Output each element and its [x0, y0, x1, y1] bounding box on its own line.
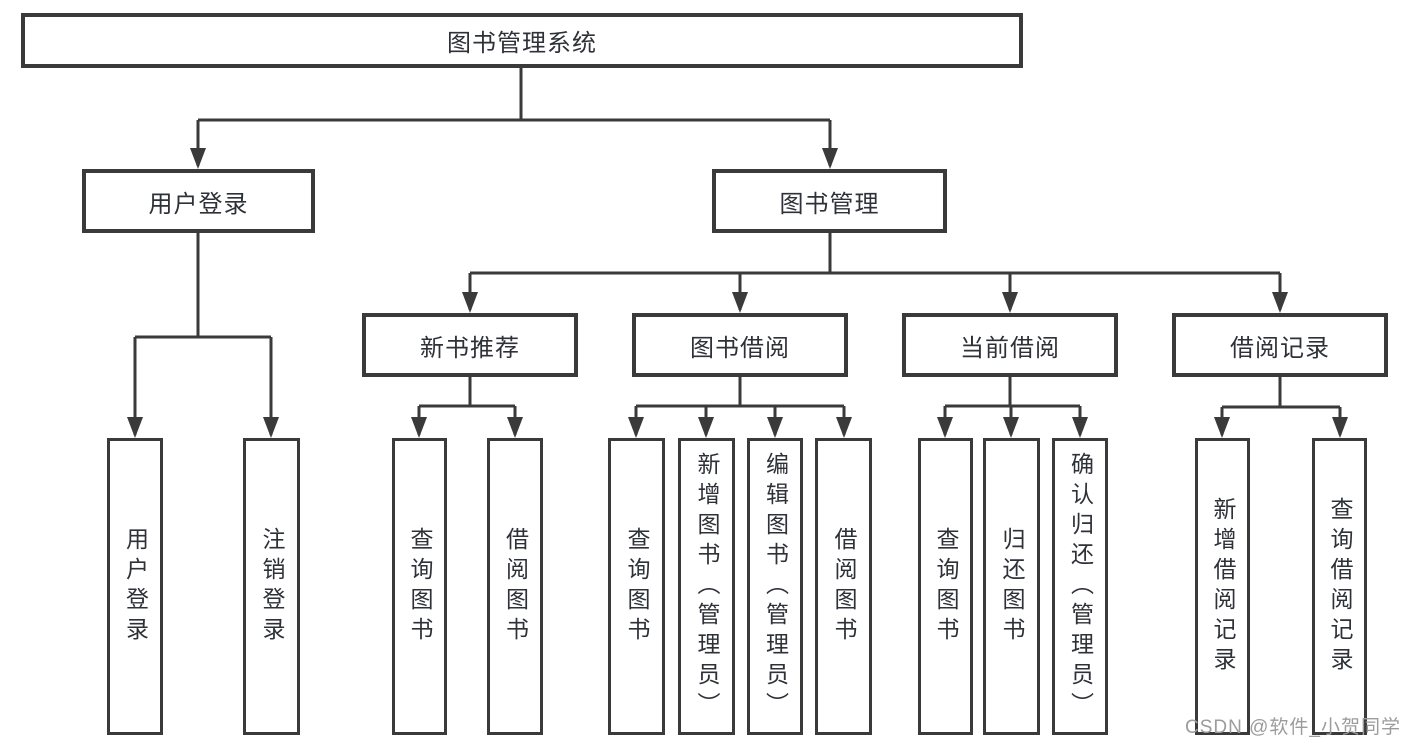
node-book-management: 图书管理: [712, 169, 947, 233]
leaf-user-login: 用户登录: [107, 438, 163, 735]
node-label: 用户登录: [148, 190, 249, 218]
leaf-label: 新增借阅记录: [1210, 496, 1236, 677]
leaf-label: 查询图书: [407, 526, 433, 647]
leaf-query-books-current: 查询图书: [918, 438, 973, 735]
leaf-label: 归还图书: [999, 526, 1025, 647]
leaf-label: 借阅图书: [831, 526, 857, 647]
leaf-edit-book-admin: 编辑图书（管理员）: [747, 438, 803, 735]
leaf-label: 查询借阅记录: [1327, 496, 1353, 677]
leaf-borrow-books: 借阅图书: [815, 438, 872, 735]
leaf-label: 确认归还（管理员）: [1067, 451, 1094, 722]
node-borrowing-records: 借阅记录: [1172, 313, 1388, 377]
node-label: 借阅记录: [1230, 334, 1330, 362]
node-label: 新书推荐: [420, 334, 520, 362]
leaf-add-book-admin: 新增图书（管理员）: [678, 438, 735, 735]
leaf-borrow-books-recommend: 借阅图书: [487, 438, 543, 735]
leaf-query-books-recommend: 查询图书: [392, 438, 447, 735]
node-label: 图书管理: [779, 190, 880, 218]
leaf-label: 注销登录: [259, 526, 285, 647]
leaf-label: 新增图书（管理员）: [694, 451, 720, 722]
leaf-query-books-borrow: 查询图书: [608, 438, 665, 735]
leaf-label: 查询图书: [624, 526, 650, 647]
node-label: 图书管理系统: [447, 30, 597, 57]
leaf-label: 编辑图书（管理员）: [762, 451, 789, 722]
leaf-label: 用户登录: [122, 526, 149, 647]
leaf-label: 借阅图书: [502, 526, 529, 647]
node-new-book-recommendation: 新书推荐: [362, 313, 578, 377]
node-user-login: 用户登录: [82, 169, 315, 233]
leaf-add-borrow-record: 新增借阅记录: [1195, 438, 1250, 735]
node-book-borrowing: 图书借阅: [632, 313, 848, 377]
node-label: 图书借阅: [690, 334, 790, 362]
node-label: 当前借阅: [960, 334, 1060, 362]
leaf-query-borrow-record: 查询借阅记录: [1312, 438, 1367, 735]
node-current-borrowing: 当前借阅: [902, 313, 1118, 377]
leaf-return-book: 归还图书: [983, 438, 1040, 735]
leaf-logout: 注销登录: [243, 438, 300, 735]
leaf-label: 查询图书: [933, 526, 959, 647]
csdn-watermark: CSDN @软件_小贺同学: [1185, 717, 1401, 738]
node-library-management-system: 图书管理系统: [21, 13, 1023, 68]
leaf-confirm-return-admin: 确认归还（管理员）: [1052, 438, 1108, 735]
